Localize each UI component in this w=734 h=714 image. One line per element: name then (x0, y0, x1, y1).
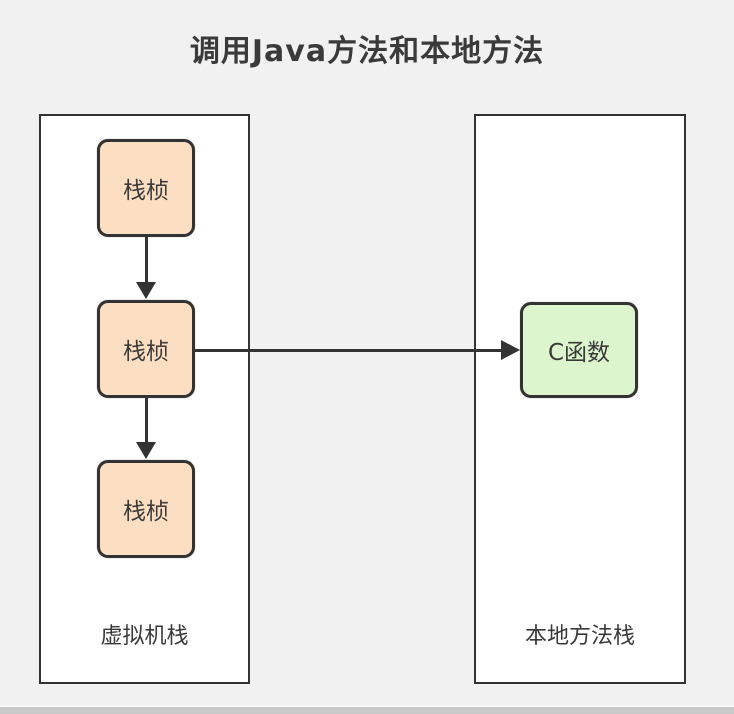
stack-frame-label-3: 栈桢 (123, 499, 169, 525)
window-bottom-edge (0, 705, 734, 714)
page-title: 调用Java方法和本地方法 (189, 34, 545, 69)
down-arrow-shaft-1 (144, 237, 148, 284)
native-stack-container (474, 114, 686, 684)
c-function-box: C函数 (520, 302, 638, 398)
down-arrow-shaft-2 (144, 398, 148, 444)
down-arrow-head-2 (136, 442, 156, 459)
down-arrow-head-1 (136, 282, 156, 299)
c-function-label: C函数 (547, 340, 611, 366)
stack-frame-label-1: 栈桢 (123, 178, 169, 204)
stack-frame-box-2: 栈桢 (97, 300, 195, 398)
native-stack-label: 本地方法栈 (524, 624, 635, 649)
stack-frame-box-1: 栈桢 (97, 139, 195, 237)
vm-stack-label: 虚拟机栈 (100, 624, 189, 649)
stack-frame-box-3: 栈桢 (97, 460, 195, 558)
call-arrow-head (501, 340, 520, 360)
stack-frame-label-2: 栈桢 (123, 339, 169, 365)
call-arrow-shaft (194, 349, 503, 352)
